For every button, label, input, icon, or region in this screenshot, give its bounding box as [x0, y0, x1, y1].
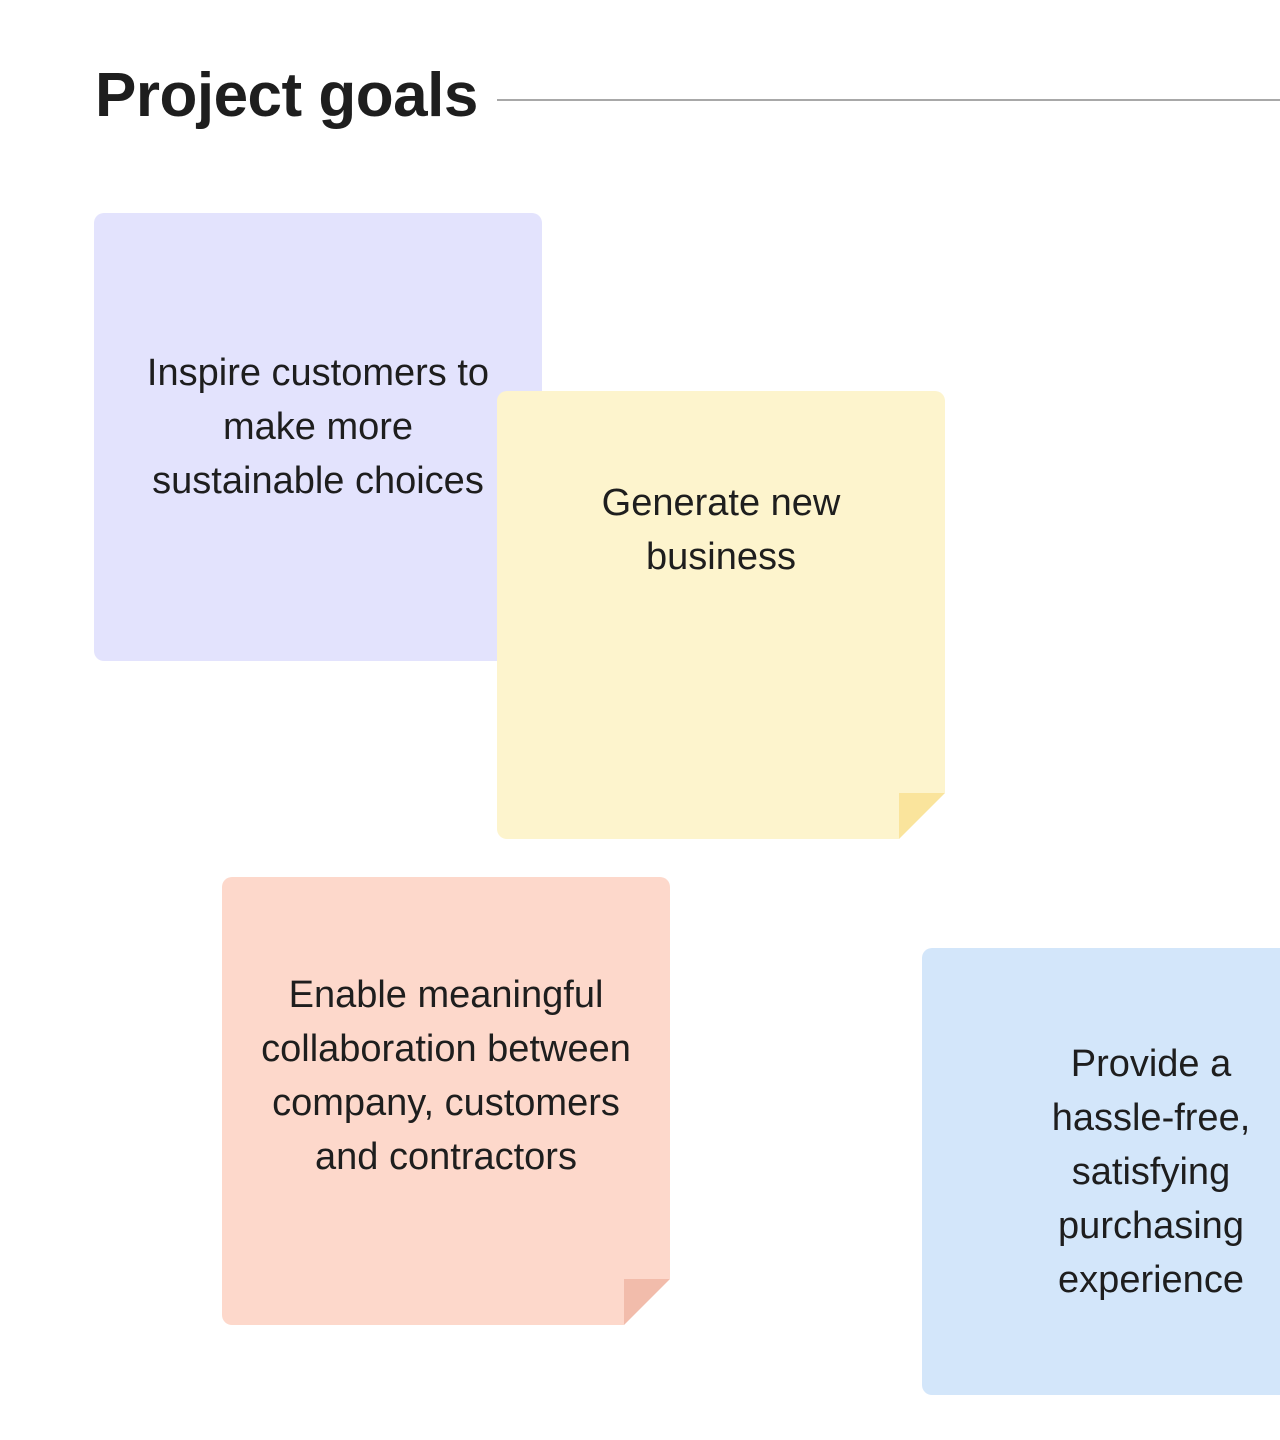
page-fold-corner	[899, 793, 945, 839]
sticky-note-text: Enable meaningful collaboration between …	[261, 974, 631, 1178]
sticky-note-text: Inspire customers to make more sustainab…	[146, 352, 490, 502]
frame-divider	[497, 99, 1280, 101]
page-fold-corner	[624, 1279, 670, 1325]
sticky-note-enable[interactable]: Enable meaningful collaboration between …	[222, 877, 670, 1325]
sticky-note-text: Provide a hassle-free, satisfying purcha…	[1051, 1042, 1251, 1301]
sticky-note-inspire[interactable]: Inspire customers to make more sustainab…	[94, 213, 542, 661]
sticky-note-provide[interactable]: Provide a hassle-free, satisfying purcha…	[922, 948, 1280, 1395]
page-fold-flap	[899, 793, 945, 839]
sticky-note-generate[interactable]: Generate new business	[497, 391, 945, 839]
page-fold-flap	[624, 1279, 670, 1325]
frame-title[interactable]: Project goals	[95, 61, 478, 130]
sticky-note-text: Generate new business	[601, 482, 841, 578]
